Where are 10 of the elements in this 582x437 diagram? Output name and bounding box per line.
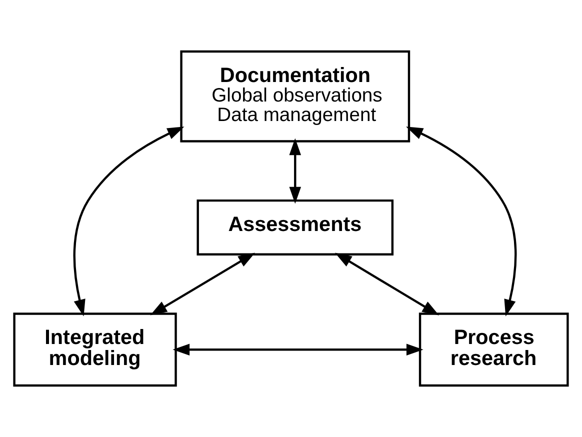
node-box: Integrated modeling (13, 312, 177, 387)
arrow (172, 344, 424, 356)
arrow (150, 252, 256, 316)
arrow (406, 126, 517, 316)
arrow (334, 252, 440, 316)
node-box: Documentation Global observations Data management (180, 50, 410, 142)
node-box: Assessments (196, 199, 394, 256)
arrow (73, 126, 184, 316)
arrow (289, 138, 302, 204)
node-box: Process research (418, 312, 569, 387)
